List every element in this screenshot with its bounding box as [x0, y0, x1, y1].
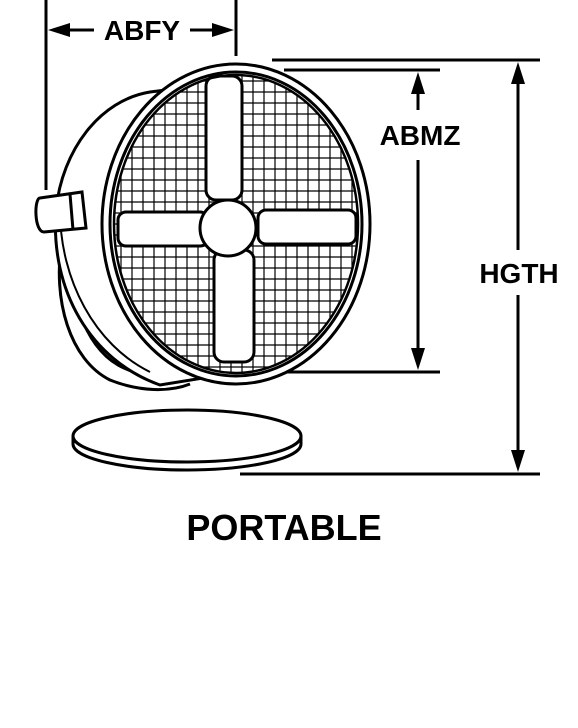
caption: PORTABLE [186, 507, 381, 548]
abfy-label: ABFY [104, 15, 181, 46]
abmz-label: ABMZ [380, 120, 461, 151]
abfy-dimension [44, 0, 238, 190]
hgth-dimension [240, 58, 540, 476]
fan-guard-inner-ring [112, 73, 360, 375]
fan-base [71, 408, 303, 472]
fan-blades [116, 74, 358, 364]
hgth-label: HGTH [479, 258, 558, 289]
cord-connector [34, 190, 88, 234]
abmz-dimension [284, 68, 440, 374]
